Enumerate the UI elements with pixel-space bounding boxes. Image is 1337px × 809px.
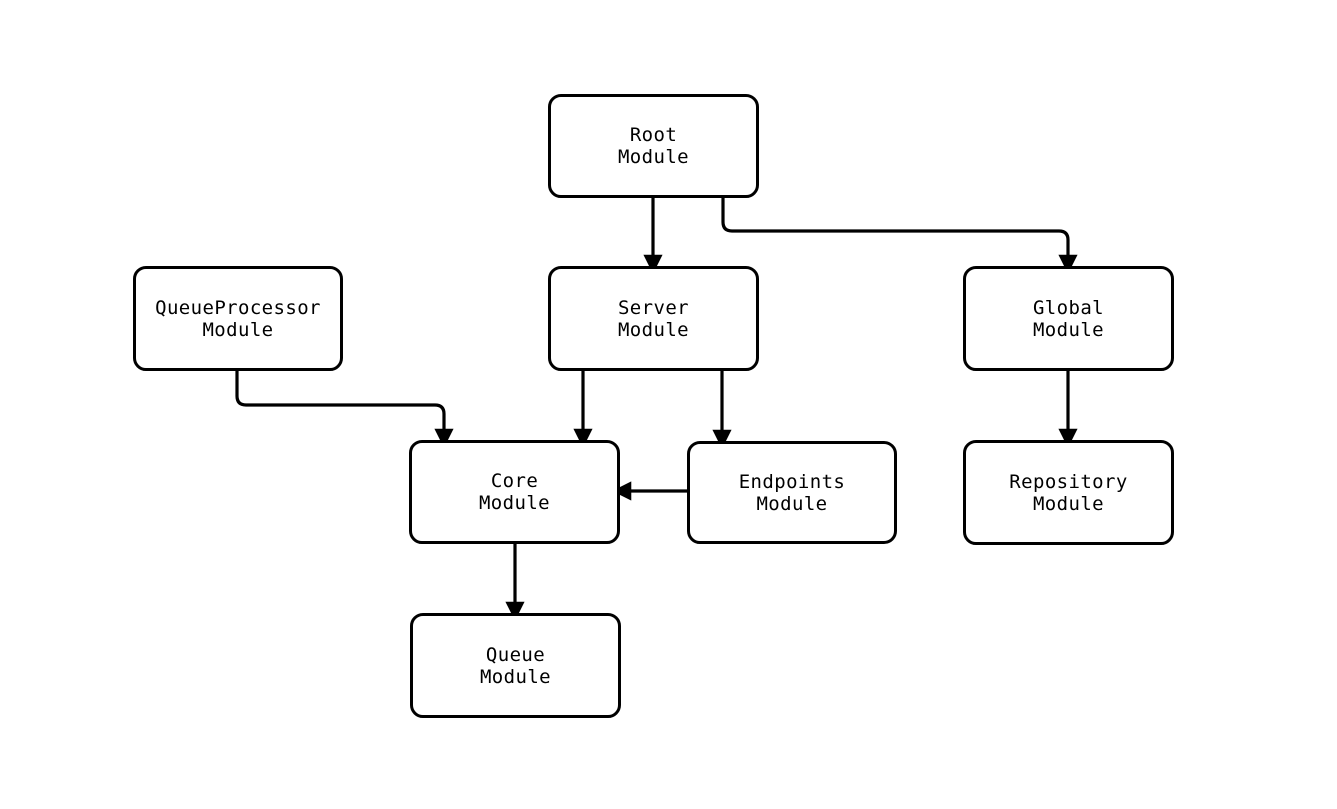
node-queueprocessor-module-label: QueueProcessor Module xyxy=(155,296,321,341)
node-server-module[interactable]: Server Module xyxy=(548,266,759,371)
node-global-module[interactable]: Global Module xyxy=(963,266,1174,371)
node-server-module-label: Server Module xyxy=(617,296,690,341)
node-queue-module[interactable]: Queue Module xyxy=(410,613,621,718)
edge-queueprocessor-to-core xyxy=(235,371,454,448)
node-repository-module-label: Repository Module xyxy=(1009,470,1128,515)
node-global-module-label: Global Module xyxy=(1032,296,1105,341)
node-queue-module-label: Queue Module xyxy=(479,643,552,688)
node-root-module-label: Root Module xyxy=(617,124,690,168)
node-endpoints-module[interactable]: Endpoints Module xyxy=(687,441,897,544)
node-queueprocessor-module[interactable]: QueueProcessor Module xyxy=(133,266,343,371)
node-repository-module[interactable]: Repository Module xyxy=(963,440,1174,545)
node-root-module[interactable]: Root Module xyxy=(548,94,759,198)
node-core-module[interactable]: Core Module xyxy=(409,440,620,544)
edge-root-to-global xyxy=(721,198,1078,274)
node-core-module-label: Core Module xyxy=(478,470,551,514)
node-endpoints-module-label: Endpoints Module xyxy=(738,470,846,515)
